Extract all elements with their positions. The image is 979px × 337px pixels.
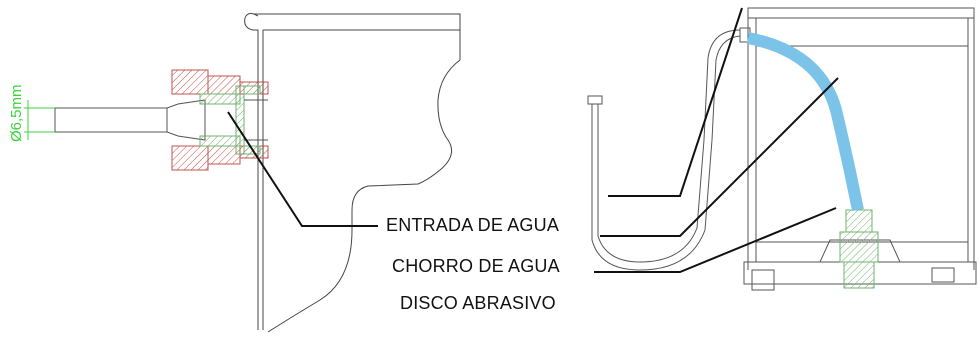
label-disco-abrasivo: DISCO ABRASIVO xyxy=(400,293,556,313)
fitting-body xyxy=(171,69,269,171)
label-entrada-de-agua: ENTRADA DE AGUA xyxy=(386,215,560,235)
nozzle-assembly xyxy=(839,209,879,289)
water-jet xyxy=(746,32,864,212)
leader-chorro xyxy=(600,77,839,237)
diameter-dimension-text: Ø6,5mm xyxy=(8,84,25,142)
drain-hose xyxy=(587,29,741,271)
leader-disco xyxy=(594,207,837,273)
inlet-pipe xyxy=(54,99,206,141)
dimension-marks xyxy=(24,100,55,140)
leader-entrada xyxy=(227,111,378,227)
fitting-bore xyxy=(244,99,268,141)
diameter-dimension: Ø6,5mm xyxy=(8,82,25,142)
fitting-insert xyxy=(199,85,261,155)
leader-top-diagonal xyxy=(608,7,743,197)
label-chorro-de-agua: CHORRO DE AGUA xyxy=(392,256,560,276)
tank-wall-left xyxy=(244,13,461,333)
